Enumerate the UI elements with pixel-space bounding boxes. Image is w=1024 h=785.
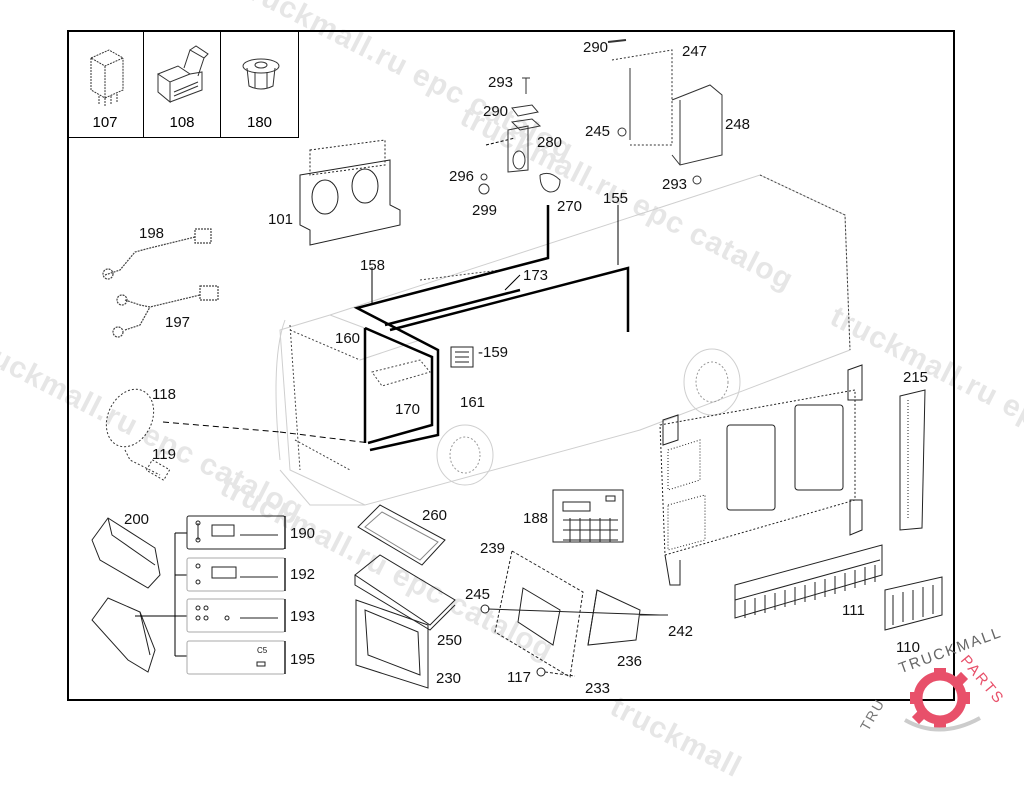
callout-239[interactable]: 239 [480,540,506,557]
cable-198 [102,228,212,280]
module-248 [607,39,723,185]
mirror-118 [105,388,171,481]
callout-159[interactable]: -159 [478,344,509,361]
callout-117[interactable]: 117 [507,669,531,686]
callout-248[interactable]: 248 [725,116,751,133]
part-label: 107 [92,114,118,131]
callout-200[interactable]: 200 [124,511,150,528]
panel-connectors [135,532,187,657]
callout-280[interactable]: 280 [537,134,563,151]
callout-119[interactable]: 119 [152,446,176,463]
fuse-block-110 [884,576,943,631]
panel-195-text: C5 [257,646,268,655]
callout-160[interactable]: 160 [335,330,361,347]
callout-270[interactable]: 270 [557,198,583,215]
relay-holder-icon [156,45,209,104]
part-label: 180 [246,114,273,131]
fuse-block-111 [734,544,883,619]
relay-159 [450,346,474,368]
callout-173[interactable]: 173 [523,267,549,284]
callout-290[interactable]: 290 [483,103,509,120]
callout-260[interactable]: 260 [422,507,448,524]
mounting-plate [659,364,863,586]
callout-170[interactable]: 170 [395,401,421,418]
callout-247[interactable]: 247 [682,43,708,60]
callout-293-b[interactable]: 293 [662,176,688,193]
wiring-harness [353,205,630,452]
callout-245[interactable]: 245 [585,123,611,140]
callout-299[interactable]: 299 [472,202,498,219]
part-label: 108 [169,114,195,131]
callout-236[interactable]: 236 [617,653,643,670]
callout-158[interactable]: 158 [360,257,386,274]
truck-body-outline [275,174,851,506]
callout-118[interactable]: 118 [152,386,176,403]
truckmall-parts-logo: TRU TRUCKMALL PARTS [857,624,1020,750]
grommet-icon [242,58,280,90]
callout-293[interactable]: 293 [488,74,514,91]
callout-101[interactable]: 101 [268,211,294,228]
callout-245-b[interactable]: 245 [465,586,491,603]
terminal-strip-215 [899,389,926,531]
bezel-239 [480,550,668,678]
callout-110[interactable]: 110 [896,639,920,656]
callout-198[interactable]: 198 [139,225,165,242]
thumbnail-107[interactable]: 107 [67,30,144,137]
leader-lines [162,137,619,444]
bracket-101 [299,139,401,246]
callout-190[interactable]: 190 [290,525,316,542]
thumbnail-108[interactable]: 108 [144,30,221,137]
holder-200 [91,517,161,673]
callout-161[interactable]: 161 [460,394,486,411]
switch-assembly [478,77,561,195]
exploded-view-drawing [91,39,943,689]
callout-230[interactable]: 230 [436,670,462,687]
callout-111[interactable]: 111 [842,602,865,619]
callout-188[interactable]: 188 [523,510,549,527]
callout-242[interactable]: 242 [668,623,694,640]
thumbnail-180[interactable]: 180 [221,30,298,137]
thumbnail-row: 107 108 [67,30,299,138]
gear-logo-icon: TRU [857,668,981,734]
callout-195[interactable]: 195 [290,651,316,668]
frames-230-250-260 [354,504,456,689]
diagram-frame [67,30,955,701]
cab-detail [289,174,851,471]
cable-197 [112,285,219,338]
callout-192[interactable]: 192 [290,566,316,583]
control-panels [186,515,286,675]
callout-250[interactable]: 250 [437,632,463,649]
callout-215[interactable]: 215 [903,369,929,386]
callout-155[interactable]: 155 [603,190,629,207]
callout-296[interactable]: 296 [449,168,475,185]
svg-text:TRU: TRU [860,695,888,733]
callout-290-b[interactable]: 290 [583,39,609,56]
callout-193[interactable]: 193 [290,608,316,625]
callout-233[interactable]: 233 [585,680,611,697]
callout-197[interactable]: 197 [165,314,191,331]
control-unit-188 [552,489,624,543]
relay-icon [89,49,125,106]
